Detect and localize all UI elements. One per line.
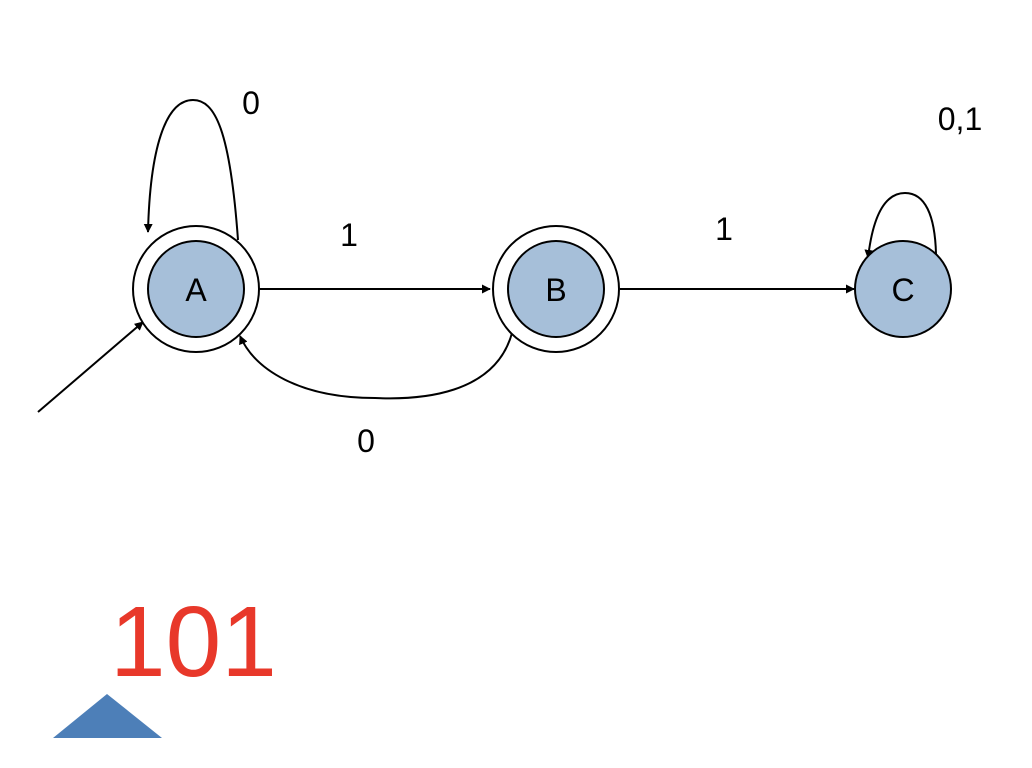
input-pointer-triangle (53, 694, 162, 738)
state-c: C (854, 240, 952, 338)
edge-a-a (143, 98, 239, 241)
start-arrow (37, 321, 144, 413)
state-label-b: B (545, 272, 566, 308)
state-circle-c (854, 240, 952, 338)
edge-label-a-a: 0 (242, 85, 260, 121)
state-label-c: C (891, 272, 914, 308)
edge-label-c-c: 0,1 (938, 101, 982, 137)
state-b: B (492, 225, 620, 353)
input-string: 101 (110, 586, 277, 698)
edge-b-a (239, 332, 513, 400)
edge-label-a-b: 1 (340, 217, 358, 253)
state-label-a: A (185, 272, 207, 308)
state-circle-a (147, 240, 245, 338)
edge-c-c (864, 191, 937, 259)
state-a: A (132, 225, 260, 353)
state-circle-b (507, 240, 605, 338)
edge-label-b-a: 0 (357, 423, 375, 459)
edge-label-b-c: 1 (715, 211, 733, 247)
